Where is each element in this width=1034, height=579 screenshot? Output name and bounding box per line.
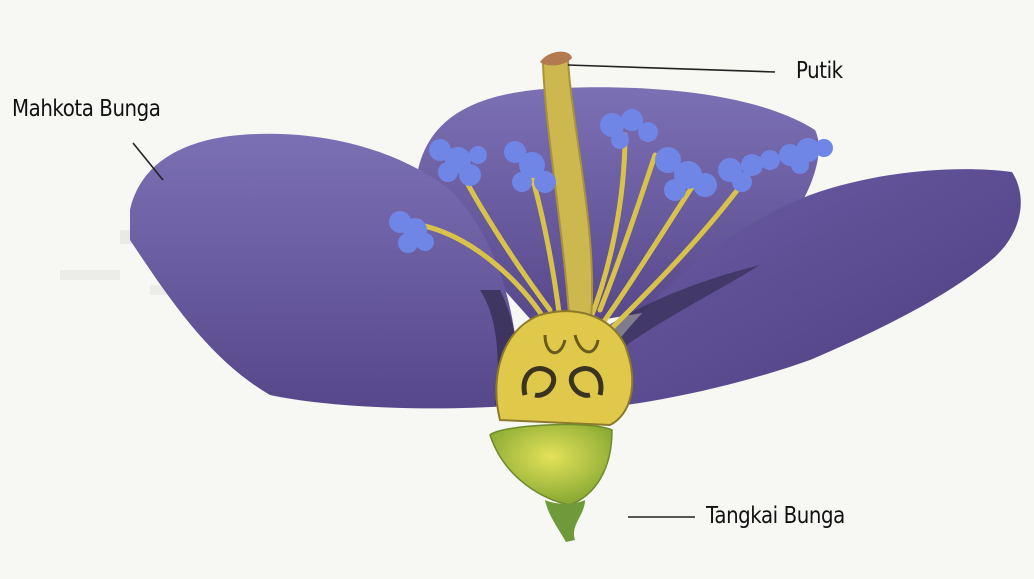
mahkota-bunga-label: Mahkota Bunga (12, 96, 160, 122)
putik-leader-line (568, 65, 775, 72)
tangkai-bunga-label: Tangkai Bunga (706, 503, 845, 529)
stem (545, 500, 585, 542)
ovary (496, 311, 632, 425)
receptacle (490, 425, 612, 505)
putik-label: Putik (796, 58, 843, 84)
